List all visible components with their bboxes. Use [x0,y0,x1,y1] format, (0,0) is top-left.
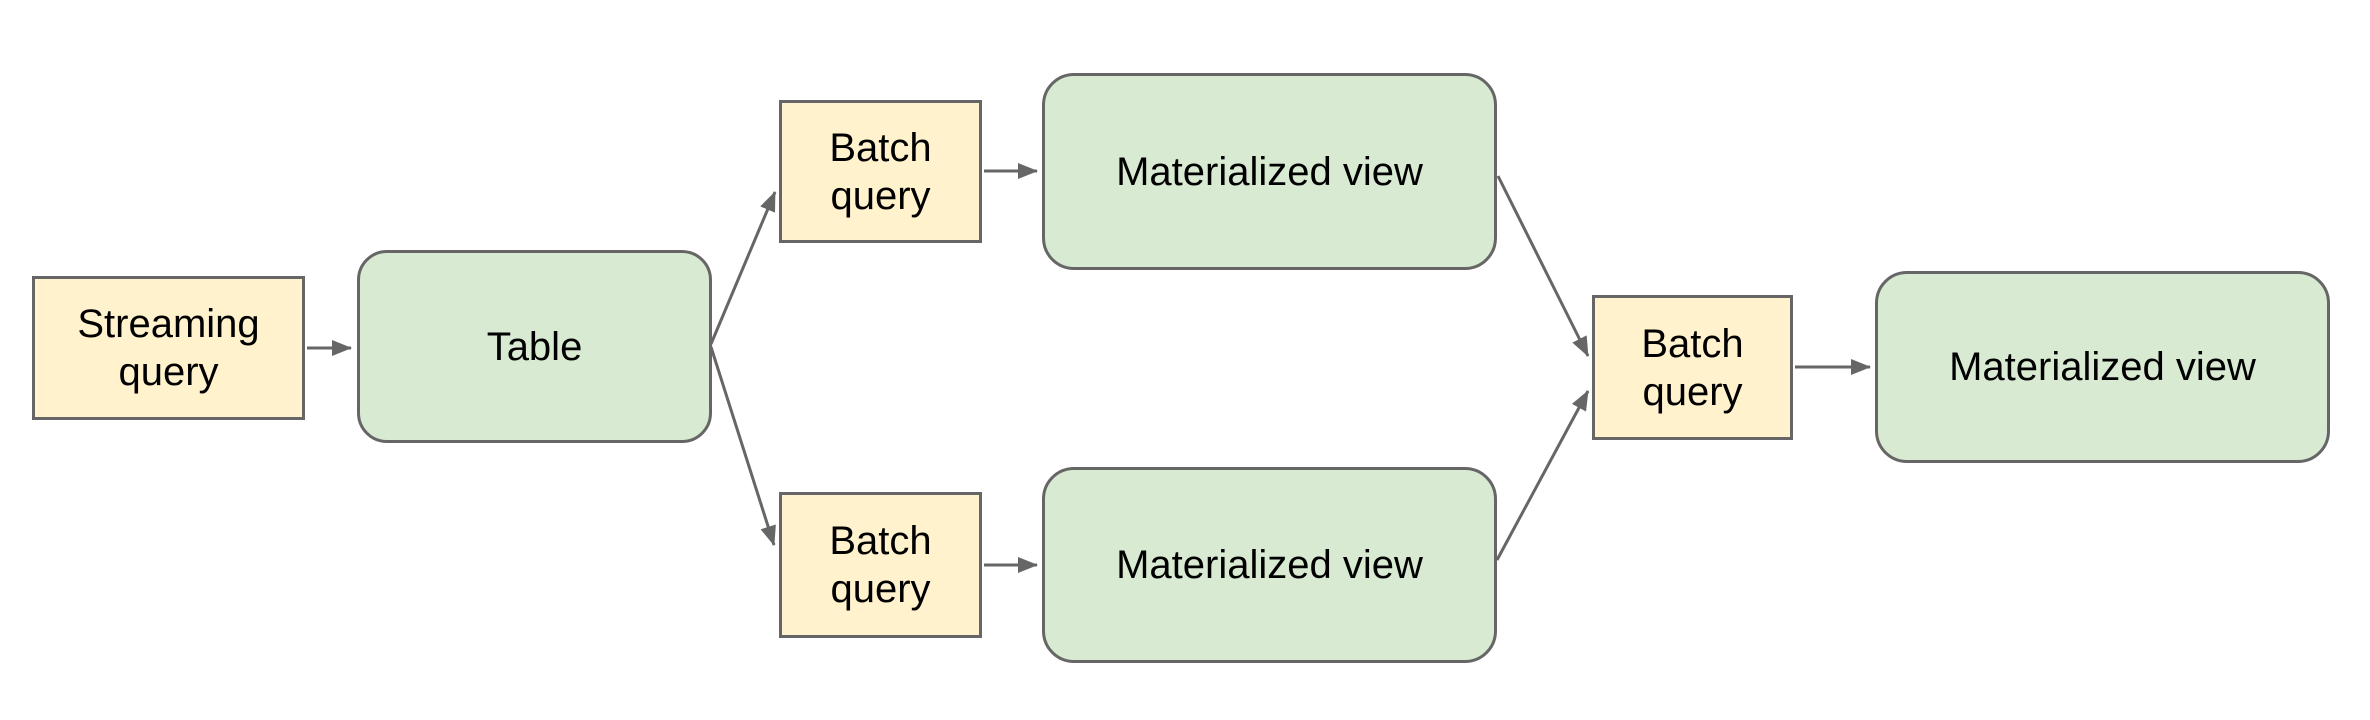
node-label: Batch query [1641,321,1744,414]
edge-table-to-batch-query-bottom [709,346,776,546]
node-table: Table [357,250,712,443]
node-label: Batch query [829,519,932,611]
node-label: Materialized view [1949,345,2256,389]
edge-table-to-batch-query-top [709,191,777,345]
node-batch-query-right: Batch query [1592,295,1793,440]
edge-materialized-view-bottom-to-batch-query-right [1495,390,1590,561]
node-materialized-view-final: Materialized view [1875,271,2330,463]
node-batch-query-bottom: Batch query [779,492,982,638]
node-label: Table [486,324,583,369]
edge-materialized-view-top-to-batch-query-right [1496,175,1590,357]
node-label: Materialized view [1116,149,1423,194]
node-materialized-view-bottom: Materialized view [1042,467,1497,663]
node-batch-query-top: Batch query [779,100,982,243]
node-label: Batch query [829,125,932,218]
node-materialized-view-top: Materialized view [1042,73,1497,270]
node-label: Materialized view [1116,543,1423,587]
node-label: Streaming query [77,302,260,394]
node-streaming-query: Streaming query [32,276,305,420]
